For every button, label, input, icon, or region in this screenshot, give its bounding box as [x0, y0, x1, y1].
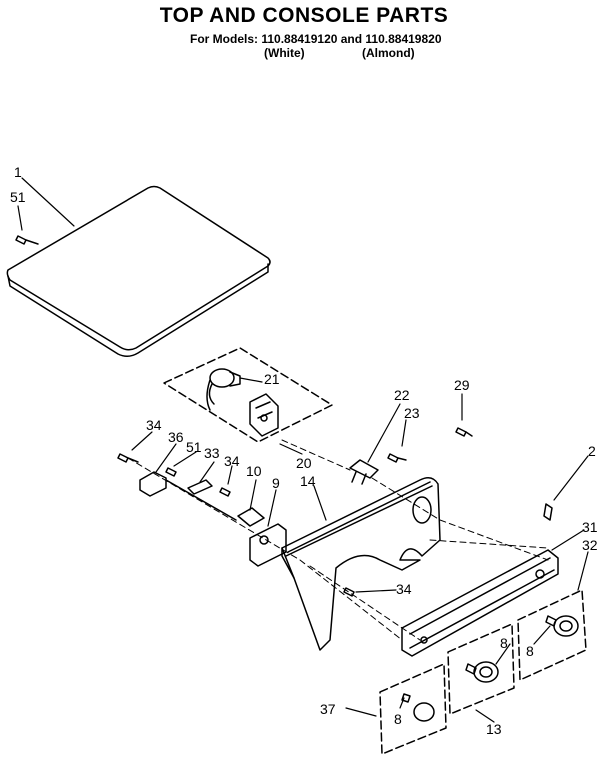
timer-motor: [206, 368, 241, 411]
console-panel: [401, 549, 559, 657]
knob-box-32: [517, 589, 587, 681]
screw-34-lower: [343, 587, 355, 597]
top-panel: [6, 185, 271, 357]
leader-lines: [17, 177, 589, 723]
callout-14: 14: [300, 473, 316, 489]
console-body: [281, 477, 441, 651]
callout-8-center: 8: [500, 635, 508, 651]
pin-2: [543, 503, 553, 521]
variant-white: (White): [264, 46, 305, 60]
callout-29: 29: [454, 377, 470, 393]
screw-29: [455, 427, 473, 437]
callout-13: 13: [486, 721, 502, 737]
knob-center: [465, 661, 499, 683]
callout-36: 36: [168, 429, 184, 445]
models-line: For Models: 110.88419120 and 110.8841982…: [190, 32, 442, 46]
callout-22: 22: [394, 387, 410, 403]
screw-23: [387, 453, 407, 463]
callout-9: 9: [272, 475, 280, 491]
knob-left: [401, 693, 435, 722]
callout-51-top: 51: [10, 189, 26, 205]
callout-34-lower: 34: [396, 581, 412, 597]
callout-34-mid: 34: [224, 453, 240, 469]
bracket-22: [349, 459, 379, 485]
screw-51-top: [15, 235, 39, 245]
clip-33: [187, 479, 213, 495]
callout-1: 1: [14, 164, 22, 180]
timer-body: [249, 393, 279, 437]
timer-assembly-box: [163, 347, 333, 443]
knob-box-13: [447, 623, 515, 715]
callout-34-left: 34: [146, 417, 162, 433]
callout-8-left: 8: [394, 711, 402, 727]
callout-37: 37: [320, 701, 336, 717]
callout-33: 33: [204, 445, 220, 461]
knob-box-37: [379, 663, 447, 755]
callout-10: 10: [246, 463, 262, 479]
callout-8-right: 8: [526, 643, 534, 659]
switch-36: [139, 471, 237, 521]
screw-34-mid: [219, 487, 231, 497]
callout-23: 23: [404, 405, 420, 421]
callout-21: 21: [264, 371, 280, 387]
callout-labels: 1 51 21 20 22 23 29 2 34 36 51 33 34 10 …: [10, 164, 598, 737]
callout-51-left: 51: [186, 439, 202, 455]
callout-20: 20: [296, 455, 312, 471]
callout-32: 32: [582, 537, 598, 553]
callout-2: 2: [588, 443, 596, 459]
screw-51-left: [165, 467, 177, 477]
assembly-lines: [127, 439, 549, 641]
knob-right: [545, 615, 579, 637]
variant-almond: (Almond): [362, 46, 415, 60]
page-title: TOP AND CONSOLE PARTS: [159, 4, 449, 27]
callout-31: 31: [582, 519, 598, 535]
